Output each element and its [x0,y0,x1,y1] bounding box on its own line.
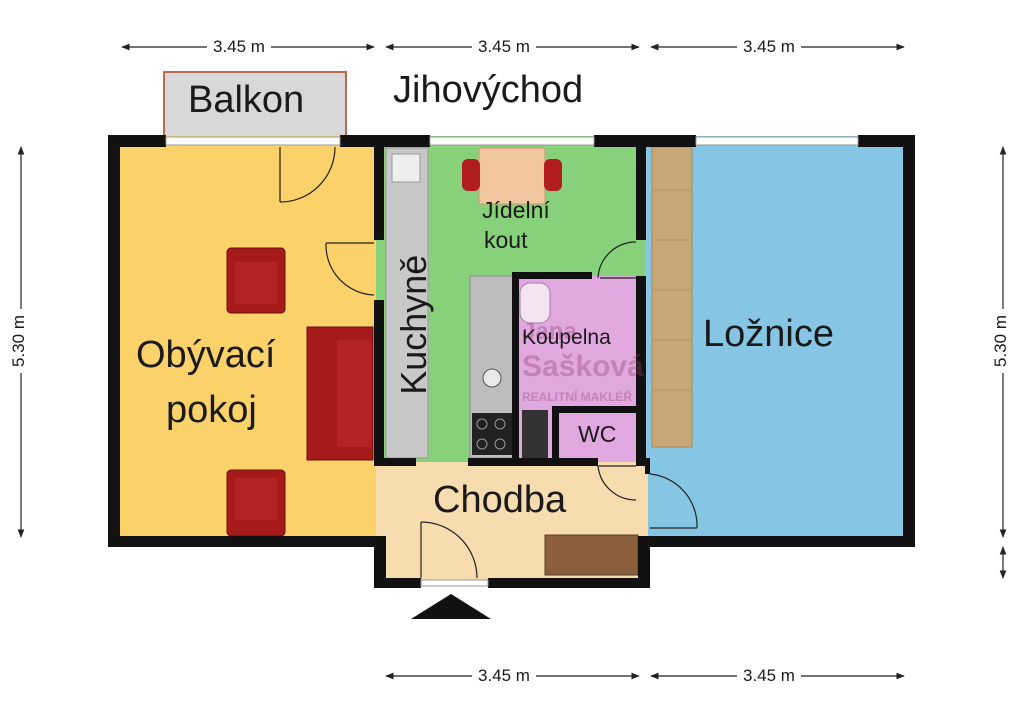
hallway-label: Chodba [433,479,567,521]
balcony-label: Balkon [188,79,305,121]
watermark-line3: REALITNÍ MAKLÉŘ [522,390,632,404]
living-room-label-line1: Obývací [136,334,276,376]
bedroom-label: Ložnice [703,313,834,355]
wc-label: WC [578,421,617,447]
entrance-arrow-icon [411,594,491,619]
bathroom-label: Koupelna [522,326,611,349]
living-room-label-line2: pokoj [166,389,257,431]
orientation-label: Jihovýchod [393,69,584,111]
balcony-area [163,71,347,141]
dining-label-line1: Jídelní [482,197,550,223]
watermark-line1: Jana [522,318,577,345]
dim-top-3: 3.45 m [737,37,801,57]
dining-label-line2: kout [484,227,528,253]
watermark-line2: Sašková [522,350,644,383]
dim-bottom-1: 3.45 m [472,666,536,686]
kitchen-label: Kuchyně [393,254,435,395]
dim-top-2: 3.45 m [472,37,536,57]
dim-top-1: 3.45 m [207,37,271,57]
dim-bottom-2: 3.45 m [737,666,801,686]
